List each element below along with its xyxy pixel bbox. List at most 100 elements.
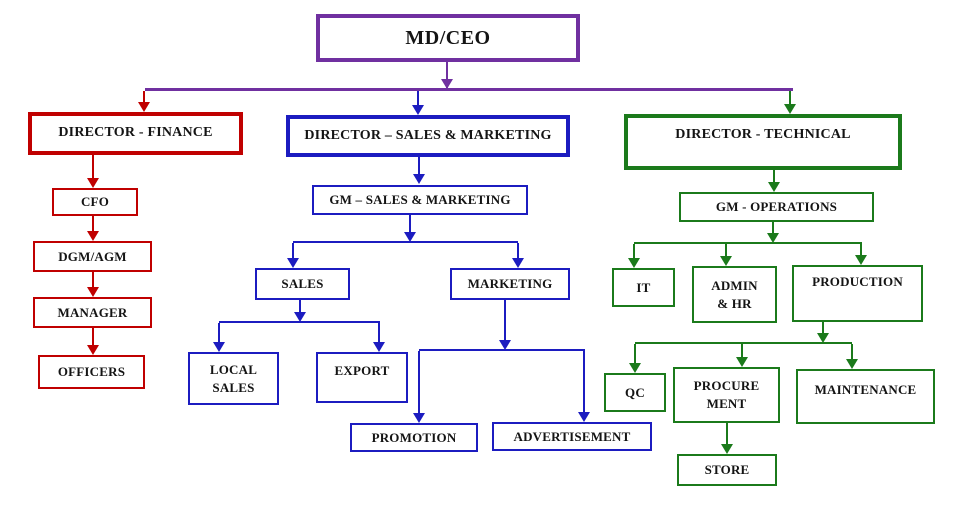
node-gm-operations-label: GM - OPERATIONS — [715, 199, 838, 215]
arrowhead-to-manager — [87, 287, 99, 297]
node-gm-sales-marketing: GM – SALES & MARKETING — [312, 185, 528, 215]
connector-manager-to-officers — [92, 328, 94, 347]
connector-gm-ops-down — [772, 222, 774, 235]
node-director-sales-marketing-label: DIRECTOR – SALES & MARKETING — [304, 127, 552, 143]
node-production: PRODUCTION — [792, 265, 923, 322]
connector-production-rail — [635, 342, 852, 344]
connector-rail-to-production — [860, 244, 862, 258]
connector-gm-sm-down — [409, 215, 411, 234]
arrowhead-to-maintenance — [846, 359, 858, 369]
arrowhead-to-store — [721, 444, 733, 454]
node-local-sales-label: LOCAL SALES — [209, 361, 258, 395]
node-production-label: PRODUCTION — [812, 274, 903, 289]
arrowhead-to-gm-ops — [768, 182, 780, 192]
node-procurement: PROCURE MENT — [673, 367, 780, 423]
connector-rail-to-qc — [634, 344, 636, 365]
connector-rail-to-promotion — [418, 351, 420, 415]
connector-director-to-gm-sm — [418, 155, 420, 175]
connector-rail-to-admin-hr — [725, 244, 727, 259]
node-manager-label: MANAGER — [57, 304, 128, 320]
connector-rail-to-local-sales — [218, 323, 220, 344]
node-director-technical-label: DIRECTOR - TECHNICAL — [675, 127, 851, 142]
node-gm-sales-marketing-label: GM – SALES & MARKETING — [329, 192, 511, 208]
arrowhead-to-advertisement — [578, 412, 590, 422]
arrowhead-to-local-sales — [213, 342, 225, 352]
node-officers: OFFICERS — [38, 355, 145, 389]
arrowhead-to-technical-director — [784, 104, 796, 114]
arrowhead-to-qc — [629, 363, 641, 373]
connector-ops-rail — [634, 242, 862, 244]
node-manager: MANAGER — [33, 297, 152, 328]
connector-marketing-down — [504, 300, 506, 343]
arrowhead-to-promotion — [413, 413, 425, 423]
node-md-ceo-label: MD/CEO — [405, 26, 491, 49]
node-export: EXPORT — [316, 352, 408, 403]
node-director-finance: DIRECTOR - FINANCE — [28, 112, 243, 155]
connector-dgm-to-manager — [92, 272, 94, 289]
node-dgm-agm-label: DGM/AGM — [58, 248, 127, 264]
arrowhead-sales-junction — [294, 312, 306, 322]
connector-rail-to-sales — [292, 243, 294, 260]
arrowhead-to-it — [628, 258, 640, 268]
connector-rail-to-technical-director — [789, 91, 791, 106]
node-sales-label: SALES — [281, 276, 324, 292]
node-promotion-label: PROMOTION — [371, 429, 457, 445]
node-cfo-label: CFO — [80, 194, 110, 210]
arrowhead-to-export — [373, 342, 385, 352]
connector-rail-to-export — [378, 323, 380, 344]
connector-procurement-to-store — [726, 423, 728, 446]
node-director-finance-label: DIRECTOR - FINANCE — [58, 125, 213, 141]
arrowhead-to-cfo — [87, 178, 99, 188]
connector-director-to-gm-ops — [773, 170, 775, 185]
arrowhead-to-gm-sm — [413, 174, 425, 184]
node-maintenance: MAINTENANCE — [796, 369, 935, 424]
arrowhead-to-dgm — [87, 231, 99, 241]
connector-marketing-rail — [419, 349, 585, 351]
connector-rail-to-it — [633, 244, 635, 260]
arrowhead-gm-sm-junction — [404, 232, 416, 242]
node-director-technical: DIRECTOR - TECHNICAL — [624, 114, 902, 170]
connector-rail-to-procurement — [741, 344, 743, 360]
connector-ceo-down — [446, 62, 448, 89]
arrowhead-to-sales — [287, 258, 299, 268]
node-md-ceo: MD/CEO — [316, 14, 580, 62]
node-store: STORE — [677, 454, 777, 486]
connector-production-down — [822, 322, 824, 336]
node-marketing-label: MARKETING — [467, 276, 553, 292]
arrowhead-to-production — [855, 255, 867, 265]
node-qc-label: QC — [625, 384, 645, 400]
node-advertisement: ADVERTISEMENT — [492, 422, 652, 451]
node-officers-label: OFFICERS — [57, 364, 126, 380]
arrowhead-to-procurement — [736, 357, 748, 367]
node-cfo: CFO — [52, 188, 138, 216]
node-marketing: MARKETING — [450, 268, 570, 300]
node-advertisement-label: ADVERTISEMENT — [513, 428, 631, 444]
node-sales: SALES — [255, 268, 350, 300]
connector-sales-rail — [219, 321, 380, 323]
node-admin-hr: ADMIN & HR — [692, 266, 777, 323]
arrowhead-to-officers — [87, 345, 99, 355]
node-it-label: IT — [636, 279, 651, 295]
connector-rail-to-advertisement — [583, 351, 585, 414]
connector-rail-to-maintenance — [851, 344, 853, 362]
arrowhead-to-admin-hr — [720, 256, 732, 266]
node-promotion: PROMOTION — [350, 423, 478, 452]
node-store-label: STORE — [704, 462, 750, 478]
node-maintenance-label: MAINTENANCE — [814, 382, 917, 397]
connector-sales-down — [299, 300, 301, 315]
connector-finance-to-cfo — [92, 155, 94, 180]
node-it: IT — [612, 268, 675, 307]
connector-rail-to-finance — [143, 91, 145, 103]
arrowhead-to-sales-director — [412, 105, 424, 115]
connector-sm-rail — [293, 241, 518, 243]
connector-rail-to-marketing — [517, 243, 519, 260]
connector-rail-to-sales-director — [417, 91, 419, 105]
node-qc: QC — [604, 373, 666, 412]
node-export-label: EXPORT — [334, 363, 390, 378]
node-procurement-label: PROCURE MENT — [693, 378, 760, 411]
node-gm-operations: GM - OPERATIONS — [679, 192, 874, 222]
arrowhead-production-junction — [817, 333, 829, 343]
node-dgm-agm: DGM/AGM — [33, 241, 152, 272]
node-admin-hr-label: ADMIN & HR — [711, 277, 758, 311]
